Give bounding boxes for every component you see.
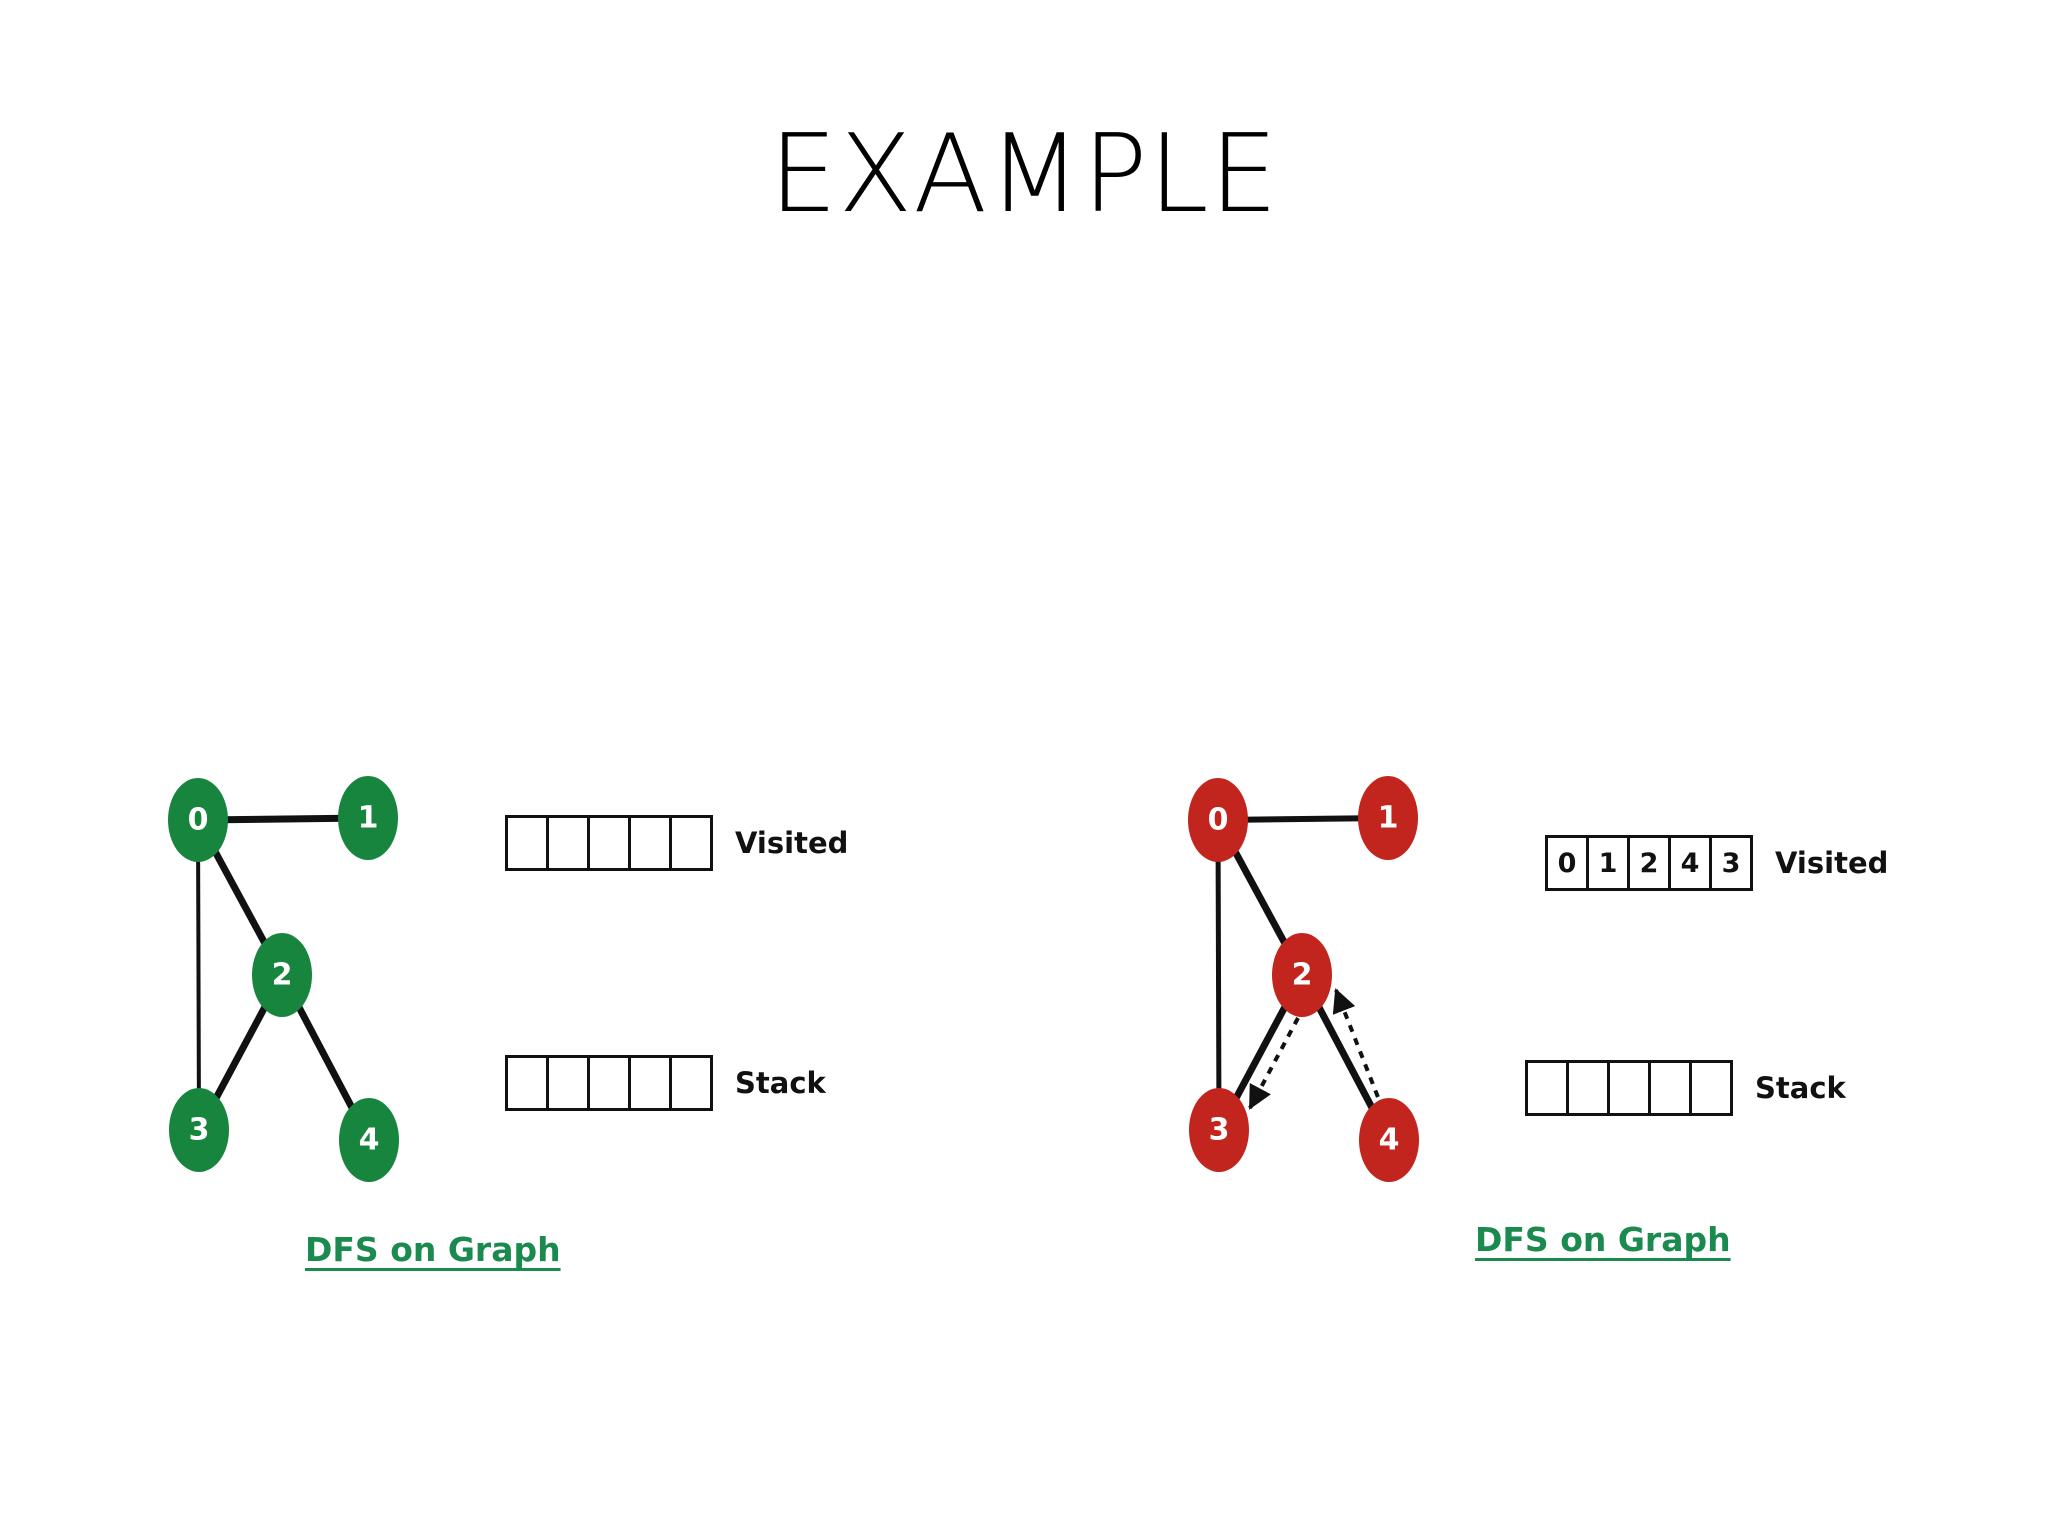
stack-cell-3[interactable] [628,1055,672,1111]
graph-nodes: 0 1 2 3 4 [168,776,399,1182]
graph-diagram-unvisited: 0 1 2 3 4 [168,776,399,1182]
graph-node-0-label: 0 [1208,803,1229,838]
dfs-panel-initial: 0 1 2 3 4 [120,740,920,1340]
graph-diagram-visited: 0 1 2 3 4 [1188,776,1419,1182]
visited-cell-4[interactable] [669,815,713,871]
visited-array-label: Visited [1775,846,1889,880]
stack-cell-2[interactable] [587,1055,631,1111]
visited-cell-2[interactable]: 2 [1627,835,1671,891]
stack-cell-4[interactable] [669,1055,713,1111]
graph-node-4-label: 4 [359,1123,380,1158]
visited-cell-2[interactable] [587,815,631,871]
visited-cell-0[interactable] [505,815,549,871]
graph-node-1[interactable]: 1 [338,776,398,860]
graph-node-0[interactable]: 0 [1188,778,1248,862]
graph-node-0[interactable]: 0 [168,778,228,862]
graph-nodes: 0 1 2 3 4 [1188,776,1419,1182]
stack-array-label: Stack [735,1066,826,1100]
stack-cell-2[interactable] [1607,1060,1651,1116]
stack-array-cells [505,1055,713,1111]
stack-cell-3[interactable] [1648,1060,1692,1116]
graph-node-1-label: 1 [1378,801,1399,836]
edge-0-3 [1215,819,1222,1131]
stack-array: Stack [505,1055,826,1111]
stack-array-label: Stack [1755,1071,1846,1105]
graph-node-1-label: 1 [358,801,379,836]
stack-array: Stack [1525,1060,1846,1116]
visited-array-cells [505,815,713,871]
visited-array-label: Visited [735,826,849,860]
visited-cell-3[interactable]: 4 [1668,835,1712,891]
visited-array-cells: 0 1 2 4 3 [1545,835,1753,891]
stack-cell-4[interactable] [1689,1060,1733,1116]
stack-cell-0[interactable] [1525,1060,1569,1116]
visited-cell-1[interactable] [546,815,590,871]
graph-node-0-label: 0 [188,803,209,838]
graph-node-4[interactable]: 4 [1359,1098,1419,1182]
graph-node-1[interactable]: 1 [1358,776,1418,860]
graph-node-2[interactable]: 2 [1272,933,1332,1017]
edge-0-3 [196,819,201,1131]
dfs-on-graph-link[interactable]: DFS on Graph [1475,1220,1731,1259]
graph-node-2[interactable]: 2 [252,933,312,1017]
stack-cell-1[interactable] [546,1055,590,1111]
stack-cell-0[interactable] [505,1055,549,1111]
graph-node-3[interactable]: 3 [169,1088,229,1172]
visited-cell-4[interactable]: 3 [1709,835,1753,891]
graph-node-4[interactable]: 4 [339,1098,399,1182]
graph-node-3-label: 3 [1209,1113,1230,1148]
graph-node-4-label: 4 [1379,1123,1400,1158]
dfs-panel-complete: 0 1 2 3 4 0 1 2 4 3 [1140,740,1970,1340]
graph-node-3-label: 3 [189,1113,210,1148]
graph-node-2-label: 2 [272,958,293,993]
graph-node-2-label: 2 [1292,958,1313,993]
visited-cell-1[interactable]: 1 [1586,835,1630,891]
visited-cell-0[interactable]: 0 [1545,835,1589,891]
stack-cell-1[interactable] [1566,1060,1610,1116]
graph-node-3[interactable]: 3 [1189,1088,1249,1172]
visited-array: Visited [505,815,848,871]
visited-array: 0 1 2 4 3 Visited [1545,835,1888,891]
stack-array-cells [1525,1060,1733,1116]
page-title: EXAMPLE [769,112,1279,237]
graph-backtrack-arrows [1248,988,1385,1111]
backtrack-arrow-2-to-3 [1248,1017,1300,1110]
visited-cell-3[interactable] [628,815,672,871]
dfs-on-graph-link[interactable]: DFS on Graph [305,1230,561,1269]
